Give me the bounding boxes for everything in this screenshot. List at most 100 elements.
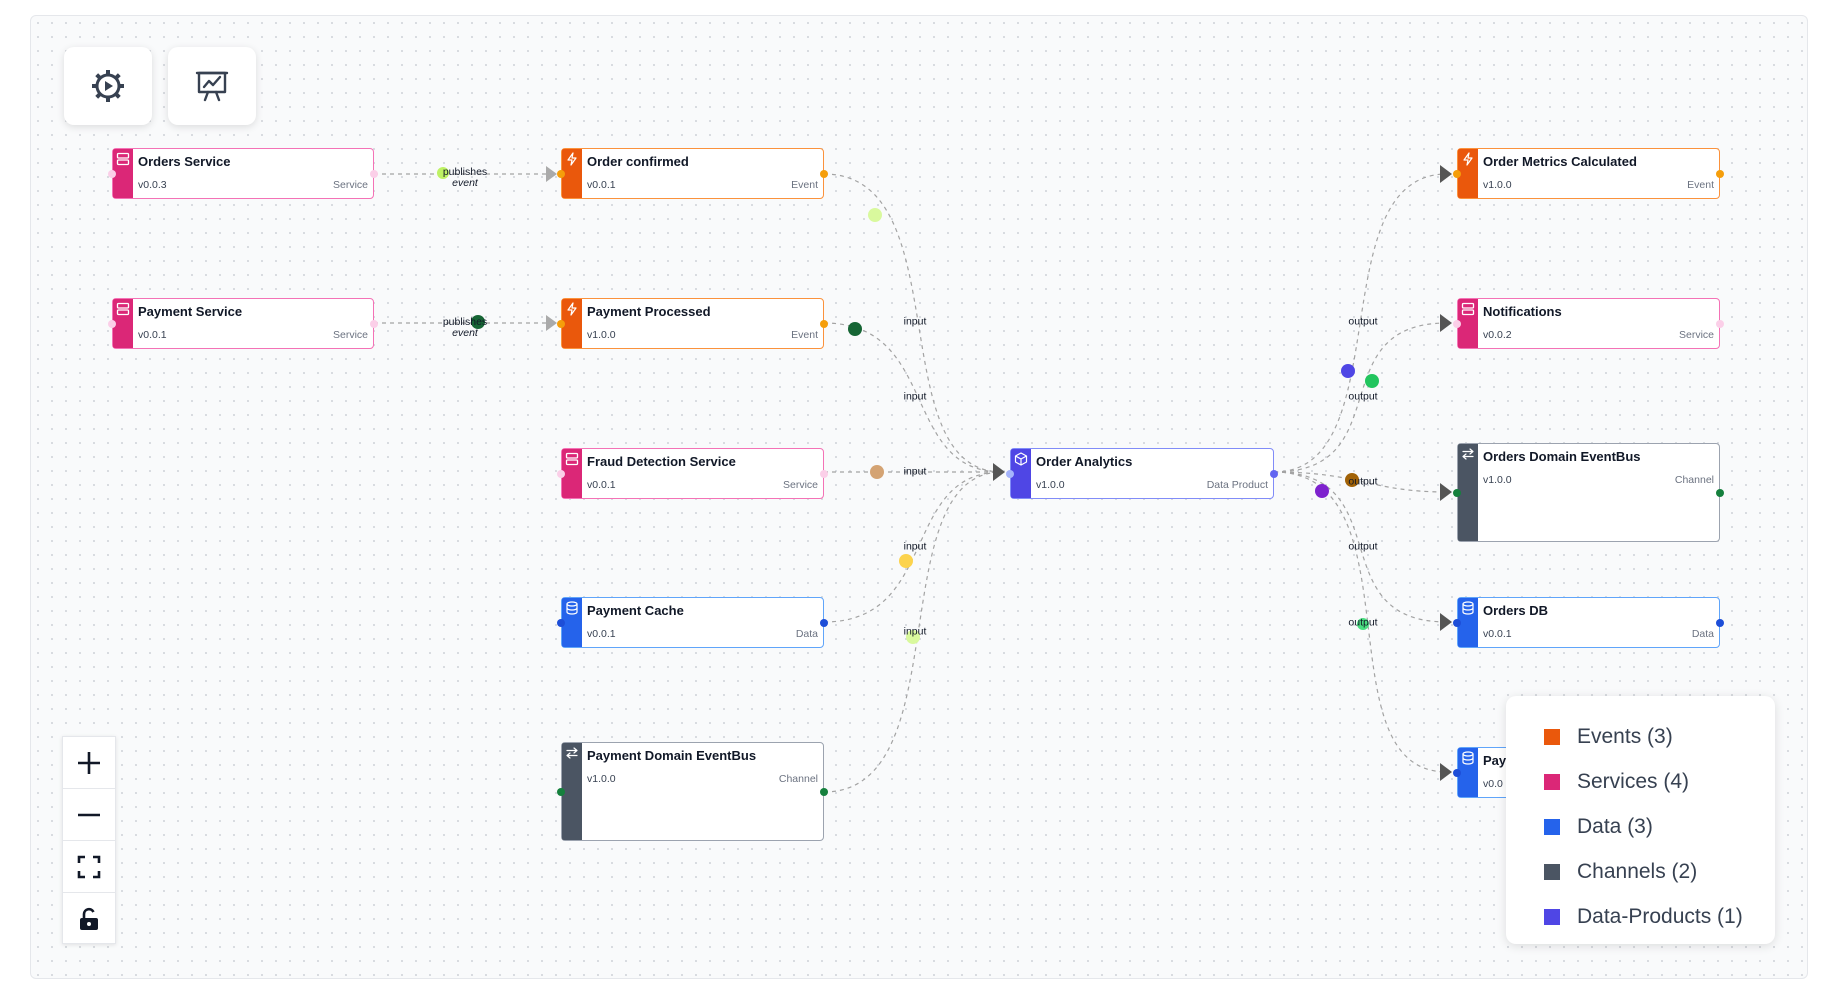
edge-label-input: input: [903, 465, 927, 478]
server-icon: [116, 302, 130, 316]
edge-label-input: input: [903, 390, 927, 403]
node-title: Order confirmed: [587, 154, 689, 169]
edge-label-output: output: [1348, 540, 1378, 553]
node-version: v0.0.2: [1483, 329, 1512, 341]
handle-out[interactable]: [1716, 319, 1724, 328]
node-type: Service: [782, 479, 818, 491]
legend-item-channels[interactable]: Channels (2): [1544, 849, 1775, 894]
handle-in[interactable]: [1453, 488, 1461, 497]
node-payment-processed[interactable]: Payment Processed v1.0.0 Event: [557, 298, 828, 349]
node-orders-domain-eventbus[interactable]: Orders Domain EventBus v1.0.0 Channel: [1453, 443, 1724, 542]
handle-out[interactable]: [820, 319, 828, 328]
node-title: Payment Domain EventBus: [587, 748, 757, 763]
node-type: Channel: [1674, 474, 1714, 486]
arrows-exchange-icon: [566, 747, 578, 759]
node-order-analytics[interactable]: Order Analytics v1.0.0 Data Product: [1006, 448, 1278, 499]
node-version: v0.0.1: [587, 628, 616, 640]
gear-play-icon: [92, 70, 124, 102]
node-version: v1.0.0: [1483, 474, 1512, 486]
node-orders-service[interactable]: Orders Service v0.0.3 Service: [108, 148, 378, 199]
legend-item-services[interactable]: Services (4): [1544, 759, 1775, 804]
node-title: Fraud Detection Service: [587, 454, 736, 469]
node-type: Data Product: [1206, 479, 1268, 491]
handle-in[interactable]: [1453, 768, 1461, 777]
legend-item-events[interactable]: Events (3): [1544, 714, 1775, 759]
handle-in[interactable]: [1006, 469, 1014, 478]
handle-in[interactable]: [1453, 618, 1461, 627]
handle-out[interactable]: [370, 319, 378, 328]
handle-out[interactable]: [1270, 469, 1278, 478]
node-type: Data: [1691, 628, 1714, 640]
zoom-out-button[interactable]: [63, 789, 115, 841]
node-fraud-detection-service[interactable]: Fraud Detection Service v0.0.1 Service: [557, 448, 828, 499]
node-version: v0.0.1: [138, 329, 167, 341]
node-version: v1.0.0: [587, 329, 616, 341]
legend: Events (3) Services (4) Data (3) Channel…: [1506, 696, 1775, 944]
node-version: v1.0.0: [1483, 179, 1512, 191]
arrows-exchange-icon: [1462, 448, 1474, 460]
node-title: Order Analytics: [1036, 454, 1133, 469]
database-icon: [1462, 751, 1474, 765]
edge-label-output: output: [1348, 616, 1378, 629]
handle-in[interactable]: [557, 169, 565, 178]
node-title: Order Metrics Calculated: [1483, 154, 1637, 169]
legend-item-data-products[interactable]: Data-Products (1): [1544, 894, 1775, 939]
fit-view-button[interactable]: [63, 841, 115, 893]
legend-label: Channels (2): [1577, 859, 1698, 883]
handle-in[interactable]: [108, 169, 116, 178]
legend-swatch: [1544, 728, 1560, 745]
zoom-controls: [62, 736, 116, 944]
cube-icon: [1014, 452, 1028, 466]
handle-out[interactable]: [820, 787, 828, 796]
node-notifications[interactable]: Notifications v0.0.2 Service: [1453, 298, 1724, 349]
legend-swatch: [1544, 908, 1560, 925]
legend-item-data[interactable]: Data (3): [1544, 804, 1775, 849]
handle-in[interactable]: [557, 618, 565, 627]
node-payment-service[interactable]: Payment Service v0.0.1 Service: [108, 298, 378, 349]
handle-in[interactable]: [557, 787, 565, 796]
handle-out[interactable]: [1716, 169, 1724, 178]
bolt-icon: [1463, 152, 1473, 166]
node-orders-db[interactable]: Orders DB v0.0.1 Data: [1453, 597, 1724, 648]
handle-in[interactable]: [1453, 319, 1461, 328]
legend-label: Events (3): [1577, 724, 1673, 748]
presentation-button[interactable]: [168, 47, 256, 125]
handle-in[interactable]: [557, 319, 565, 328]
node-payment-cache[interactable]: Payment Cache v0.0.1 Data: [557, 597, 828, 648]
handle-in[interactable]: [1453, 169, 1461, 178]
handle-in[interactable]: [108, 319, 116, 328]
node-order-metrics-calculated[interactable]: Order Metrics Calculated v1.0.0 Event: [1453, 148, 1724, 199]
minus-icon: [78, 813, 100, 816]
legend-label: Services (4): [1577, 769, 1690, 793]
bolt-icon: [567, 302, 577, 316]
handle-out[interactable]: [370, 169, 378, 178]
settings-button[interactable]: [64, 47, 152, 125]
handle-out[interactable]: [1716, 618, 1724, 627]
handle-out[interactable]: [820, 618, 828, 627]
node-type: Event: [791, 329, 818, 341]
node-title: Orders DB: [1483, 603, 1549, 618]
handle-out[interactable]: [820, 169, 828, 178]
node-version: v0.0.1: [1483, 628, 1512, 640]
node-payment-domain-eventbus[interactable]: Payment Domain EventBus v1.0.0 Channel: [557, 742, 828, 841]
node-type: Event: [791, 179, 818, 191]
node-version: v0.0.1: [587, 479, 616, 491]
legend-label: Data-Products (1): [1577, 904, 1743, 928]
node-order-confirmed[interactable]: Order confirmed v0.0.1 Event: [557, 148, 828, 199]
legend-swatch: [1544, 818, 1560, 835]
toggle-lock-button[interactable]: [63, 893, 115, 944]
node-version: v1.0.0: [1036, 479, 1065, 491]
presentation-chart-icon: [195, 71, 229, 102]
fit-view-icon: [77, 855, 101, 878]
node-type: Service: [332, 179, 368, 191]
handle-out[interactable]: [820, 469, 828, 478]
handle-out[interactable]: [1716, 488, 1724, 497]
edge-label-input: input: [903, 625, 927, 638]
handle-in[interactable]: [557, 469, 565, 478]
legend-swatch: [1544, 863, 1560, 880]
node-title: Pay: [1483, 753, 1507, 768]
unlock-icon: [80, 907, 98, 930]
zoom-in-button[interactable]: [63, 737, 115, 789]
database-icon: [566, 601, 578, 615]
